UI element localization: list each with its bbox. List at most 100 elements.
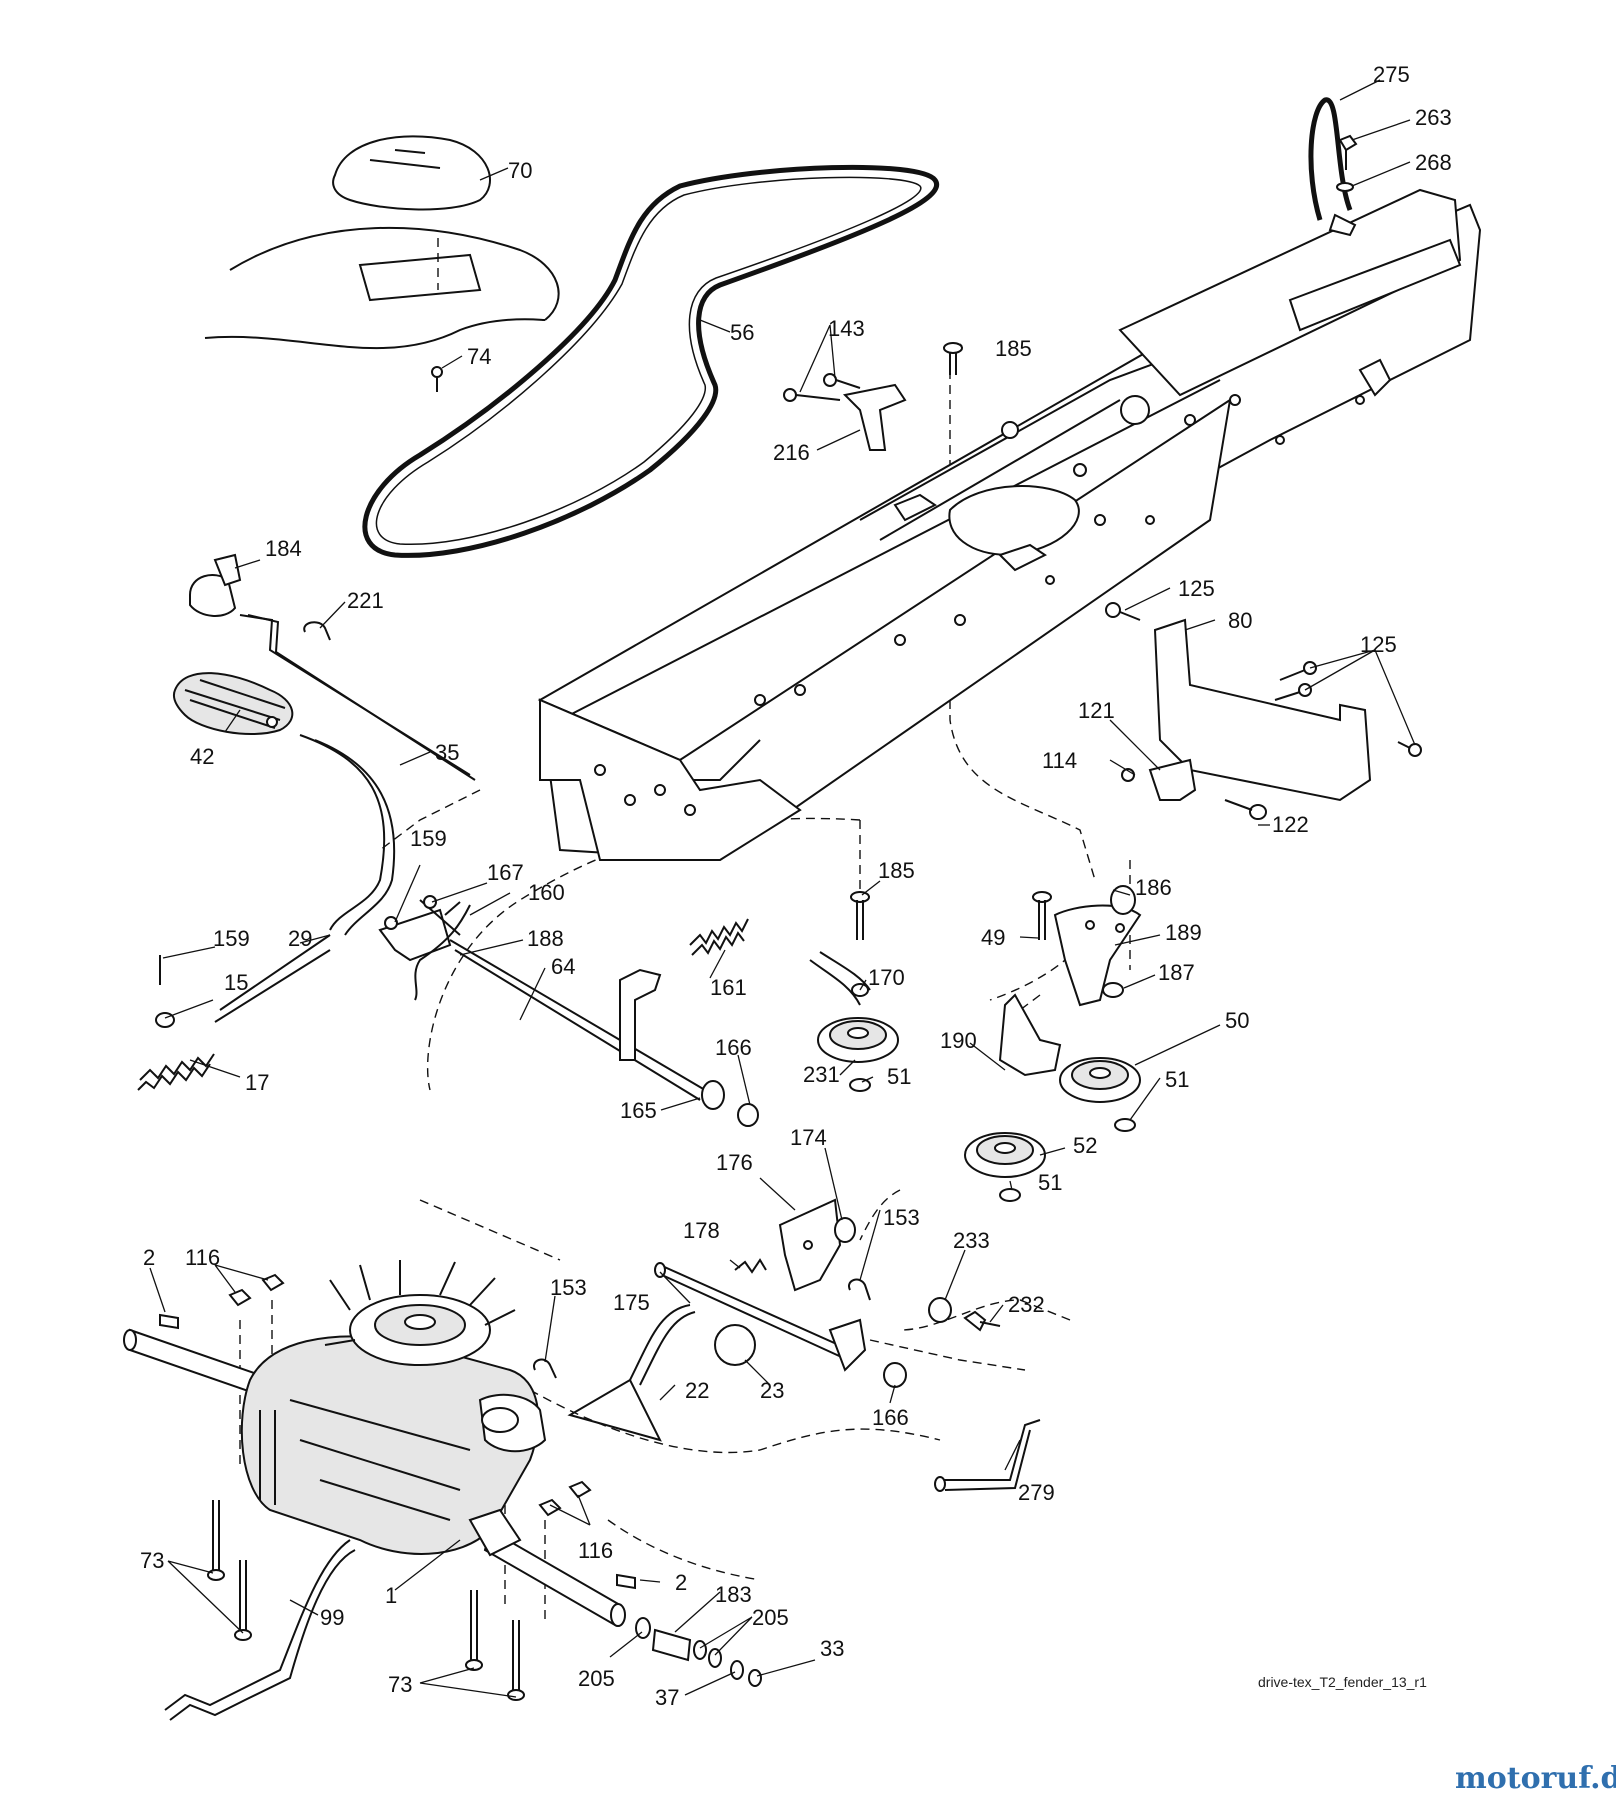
callout-label: 263 (1415, 105, 1452, 130)
callout-label: 184 (265, 536, 302, 561)
washer-187 (1102, 982, 1124, 998)
bracket-190 (998, 993, 1062, 1077)
callout-label: 221 (347, 588, 384, 613)
spacer-183 (651, 1628, 692, 1662)
bolts-73-left (207, 1500, 252, 1641)
callout-label: 51 (887, 1064, 911, 1089)
clip-153-b (533, 1358, 557, 1379)
callout-label: 188 (527, 926, 564, 951)
callout-label: 187 (1158, 960, 1195, 985)
callout-label: 143 (828, 316, 865, 341)
ratchet-174 (834, 1217, 856, 1243)
rod-279 (940, 1419, 1041, 1481)
callout-label: 116 (185, 1245, 220, 1270)
spacer-186 (1110, 885, 1136, 915)
callout-label: 15 (224, 970, 248, 995)
bracket-176 (778, 1198, 842, 1292)
frame-holes (594, 395, 1365, 816)
callout-label: 114 (1042, 748, 1077, 773)
spring-178 (734, 1258, 767, 1274)
callout-label: 74 (467, 344, 491, 369)
bolts-73-bottom (465, 1590, 525, 1701)
nut-33 (748, 1669, 762, 1687)
washer-233 (928, 1297, 952, 1323)
callout-label: 174 (790, 1125, 827, 1150)
callout-label: 29 (288, 926, 312, 951)
callout-label: 70 (508, 158, 532, 183)
callout-label: 153 (883, 1205, 920, 1230)
callout-label: 275 (1373, 62, 1410, 87)
clip-153-a (848, 1278, 871, 1301)
callout-label: 121 (1078, 698, 1115, 723)
bolt-185-lower (850, 891, 870, 940)
callout-label: 56 (730, 320, 754, 345)
bracket-216 (783, 373, 907, 451)
fender-assembly (204, 135, 560, 392)
pulley-52 (964, 1132, 1046, 1178)
callout-label: 176 (716, 1150, 753, 1175)
callout-label: 166 (872, 1405, 909, 1430)
rod-35-lower (247, 614, 476, 781)
key-2-a (159, 1313, 179, 1330)
callout-label: 73 (388, 1672, 412, 1697)
rod-64 (449, 939, 706, 1091)
callout-label: 35 (435, 740, 459, 765)
rod-17 (219, 934, 331, 1011)
callout-label: 231 (803, 1062, 840, 1087)
callout-label: 37 (655, 1685, 679, 1710)
callout-label: 153 (550, 1275, 587, 1300)
callout-label: 190 (940, 1028, 977, 1053)
spring-161 (689, 918, 749, 946)
callout-label: 159 (213, 926, 250, 951)
pedal-shaft-29 (299, 734, 386, 931)
callout-label: 125 (1178, 576, 1215, 601)
o-ring-23 (714, 1324, 756, 1366)
callout-label: 232 (1008, 1292, 1045, 1317)
callout-label: 268 (1415, 150, 1452, 175)
spring-17 (137, 1053, 215, 1091)
callout-label: 99 (320, 1605, 344, 1630)
callout-label: 23 (760, 1378, 784, 1403)
washer-205-a (635, 1617, 651, 1639)
callout-label: 50 (1225, 1008, 1249, 1033)
callout-label: 166 (715, 1035, 752, 1060)
callout-label: 2 (143, 1245, 155, 1270)
callout-label: 170 (868, 965, 905, 990)
pulley-50 (1059, 1057, 1141, 1103)
callout-label: 161 (710, 975, 747, 1000)
nut-51-b (1114, 1118, 1136, 1132)
callout-label: 279 (1018, 1480, 1055, 1505)
callout-label: 165 (620, 1098, 657, 1123)
main-frame (537, 188, 1482, 862)
callout-label: 22 (685, 1378, 709, 1403)
callout-label: 185 (995, 336, 1032, 361)
rod-bracket (619, 968, 662, 1061)
callout-label: 122 (1272, 812, 1309, 837)
callout-label: 185 (878, 858, 915, 883)
bolt-49 (1032, 891, 1052, 940)
watermark: motoruf.de (1455, 1761, 1616, 1796)
callout-label: 116 (578, 1538, 613, 1563)
rod-175 (659, 1264, 851, 1351)
washer-166-top (737, 1103, 759, 1127)
washer-268 (1336, 182, 1354, 192)
nuts-116-top (228, 1273, 285, 1307)
washer-37 (730, 1660, 744, 1680)
washer-205-c (708, 1648, 722, 1668)
callout-label: 205 (578, 1666, 615, 1691)
pulley-231 (817, 1017, 899, 1063)
callout-label: 167 (487, 860, 524, 885)
callout-label: 159 (410, 826, 447, 851)
nut-51-a (849, 1078, 871, 1092)
pedal-42 (172, 672, 294, 736)
bolt-232 (963, 1310, 1001, 1332)
knob-184 (189, 553, 242, 617)
bracket-189 (1053, 904, 1142, 1007)
callout-label: 160 (528, 880, 565, 905)
key-2-b (616, 1573, 636, 1590)
callout-label: 80 (1228, 608, 1252, 633)
callout-label: 49 (981, 925, 1005, 950)
washer-166-lower (883, 1362, 907, 1388)
linkage-assembly (378, 895, 471, 1001)
callout-label: 42 (190, 744, 214, 769)
